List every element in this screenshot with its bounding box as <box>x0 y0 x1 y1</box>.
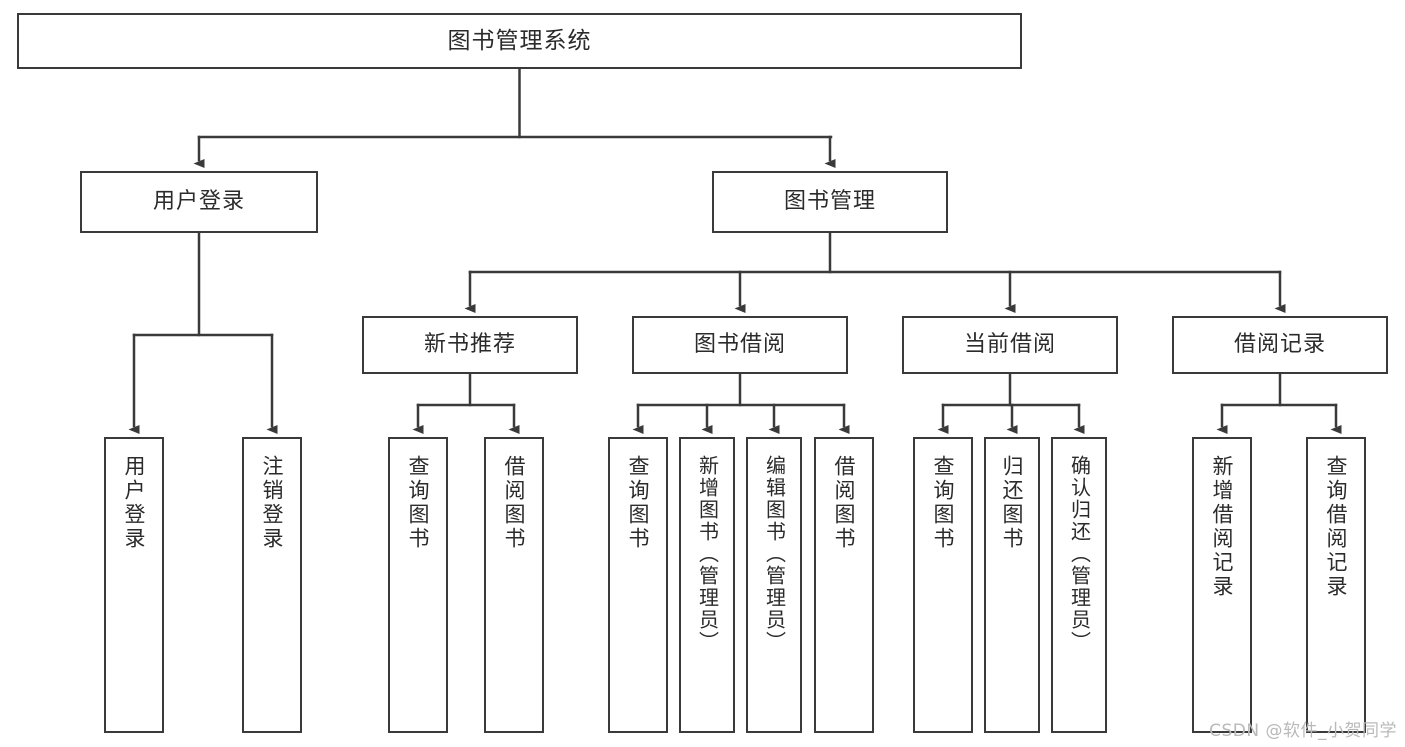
node-leaf-return-book-label: 归还图书 <box>1000 455 1025 551</box>
node-leaf-query-record[interactable]: 查询借阅记录 <box>1306 437 1366 733</box>
node-new-book-recommend[interactable]: 新书推荐 <box>362 316 578 374</box>
node-leaf-return-book[interactable]: 归还图书 <box>984 437 1040 733</box>
node-leaf-borrow-book-2-label: 借阅图书 <box>832 455 857 551</box>
node-leaf-confirm-return[interactable]: 确认归还（管理员） <box>1051 437 1107 733</box>
node-leaf-borrow-book-1[interactable]: 借阅图书 <box>484 437 544 733</box>
node-leaf-borrow-book-1-label: 借阅图书 <box>502 455 527 551</box>
node-current-borrow-label: 当前借阅 <box>963 331 1056 357</box>
node-leaf-logout[interactable]: 注销登录 <box>242 437 302 733</box>
node-book-manage[interactable]: 图书管理 <box>712 171 948 233</box>
node-leaf-add-book-label: 新增图书（管理员） <box>695 455 720 653</box>
node-leaf-user-login[interactable]: 用户登录 <box>104 437 164 733</box>
node-leaf-confirm-return-label: 确认归还（管理员） <box>1067 455 1092 653</box>
node-leaf-edit-book-label: 编辑图书（管理员） <box>762 455 787 653</box>
node-book-borrow-label: 图书借阅 <box>693 331 786 357</box>
node-leaf-borrow-book-2[interactable]: 借阅图书 <box>814 437 874 733</box>
node-leaf-user-login-label: 用户登录 <box>122 455 147 551</box>
node-book-borrow[interactable]: 图书借阅 <box>632 316 848 374</box>
node-current-borrow[interactable]: 当前借阅 <box>902 316 1118 374</box>
node-user-login-label: 用户登录 <box>152 188 245 214</box>
node-book-manage-label: 图书管理 <box>783 188 876 214</box>
node-leaf-logout-label: 注销登录 <box>260 455 285 551</box>
node-borrow-record-label: 借阅记录 <box>1233 331 1326 357</box>
node-leaf-add-record[interactable]: 新增借阅记录 <box>1192 437 1252 733</box>
node-leaf-query-book-2[interactable]: 查询图书 <box>608 437 668 733</box>
node-leaf-query-book-3[interactable]: 查询图书 <box>913 437 973 733</box>
node-new-book-recommend-label: 新书推荐 <box>423 331 516 357</box>
node-root-label: 图书管理系统 <box>447 27 592 54</box>
node-leaf-add-book[interactable]: 新增图书（管理员） <box>679 437 735 733</box>
node-leaf-query-record-label: 查询借阅记录 <box>1324 455 1349 599</box>
node-leaf-add-record-label: 新增借阅记录 <box>1210 455 1235 599</box>
node-leaf-query-book-1[interactable]: 查询图书 <box>388 437 448 733</box>
node-root[interactable]: 图书管理系统 <box>17 13 1022 69</box>
node-leaf-query-book-2-label: 查询图书 <box>626 455 651 551</box>
node-leaf-query-book-3-label: 查询图书 <box>931 455 956 551</box>
node-borrow-record[interactable]: 借阅记录 <box>1172 316 1388 374</box>
node-user-login[interactable]: 用户登录 <box>80 171 318 233</box>
node-leaf-query-book-1-label: 查询图书 <box>406 455 431 551</box>
watermark-text: CSDN @软件_小贺同学 <box>1209 721 1397 741</box>
node-leaf-edit-book[interactable]: 编辑图书（管理员） <box>746 437 802 733</box>
